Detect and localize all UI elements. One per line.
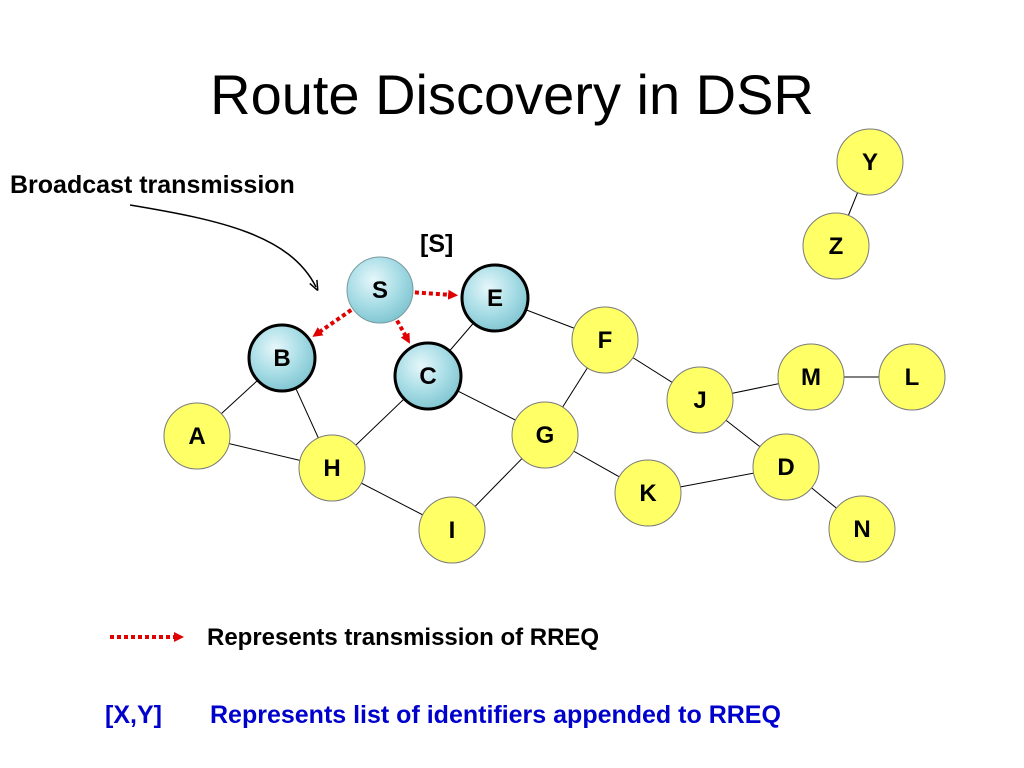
node-G-label: G <box>536 422 555 449</box>
node-C: C <box>393 341 463 411</box>
node-E-label: E <box>487 285 503 312</box>
node-J-circle <box>666 366 734 434</box>
legend-rreq-text: Represents transmission of RREQ <box>207 624 600 651</box>
route-record-label: [S] <box>420 230 454 258</box>
node-B-label: B <box>273 345 290 372</box>
rreq-arrow-S-C <box>395 319 410 344</box>
rreq-layer <box>312 289 459 344</box>
node-M-label: M <box>801 364 821 391</box>
node-S-label: S <box>372 277 388 304</box>
rreq-arrow-S-E <box>414 289 459 300</box>
broadcast-caption: Broadcast transmission <box>10 171 295 199</box>
node-N-label: N <box>853 516 870 543</box>
slide-title: Route Discovery in DSR <box>210 63 814 126</box>
node-Y-circle <box>836 128 904 196</box>
node-H-label: H <box>323 455 340 482</box>
node-L-label: L <box>905 364 920 391</box>
node-Y-label: Y <box>862 149 878 176</box>
caption-pointer-arrow <box>129 204 316 287</box>
node-L-circle <box>878 343 946 411</box>
node-L: L <box>878 343 946 411</box>
node-A-label: A <box>188 423 205 450</box>
node-S-circle <box>346 256 414 324</box>
node-I-circle <box>418 496 486 564</box>
node-C-label: C <box>419 363 436 390</box>
legend-list-text: Represents list of identifiers appended … <box>210 701 781 729</box>
node-Y: Y <box>836 128 904 196</box>
node-B: B <box>247 323 317 393</box>
node-K-circle <box>614 459 682 527</box>
node-G-circle <box>511 401 579 469</box>
node-S: S <box>346 256 414 324</box>
node-A-circle <box>163 402 231 470</box>
nodes-layer: S E B C A H I G F K J M L D N Y Z <box>163 128 946 564</box>
node-N: N <box>828 495 896 563</box>
node-G: G <box>511 401 579 469</box>
node-Z-circle <box>802 212 870 280</box>
node-N-circle <box>828 495 896 563</box>
node-E: E <box>460 263 530 333</box>
node-D-label: D <box>777 454 794 481</box>
node-K: K <box>614 459 682 527</box>
node-H: H <box>298 434 366 502</box>
node-K-label: K <box>639 480 657 507</box>
node-F-circle <box>571 306 639 374</box>
node-H-circle <box>298 434 366 502</box>
node-M: M <box>777 343 845 411</box>
legend-list-key: [X,Y] <box>105 701 162 729</box>
node-J-label: J <box>693 387 706 414</box>
node-M-circle <box>777 343 845 411</box>
node-Z: Z <box>802 212 870 280</box>
node-I: I <box>418 496 486 564</box>
node-Z-label: Z <box>829 233 844 260</box>
node-C-circle <box>393 341 463 411</box>
node-F-label: F <box>598 327 613 354</box>
node-F: F <box>571 306 639 374</box>
node-D-circle <box>752 433 820 501</box>
node-J: J <box>666 366 734 434</box>
rreq-arrow-S-B <box>312 308 353 337</box>
node-E-circle <box>460 263 530 333</box>
node-D: D <box>752 433 820 501</box>
node-I-label: I <box>449 517 456 544</box>
node-B-circle <box>247 323 317 393</box>
node-A: A <box>163 402 231 470</box>
